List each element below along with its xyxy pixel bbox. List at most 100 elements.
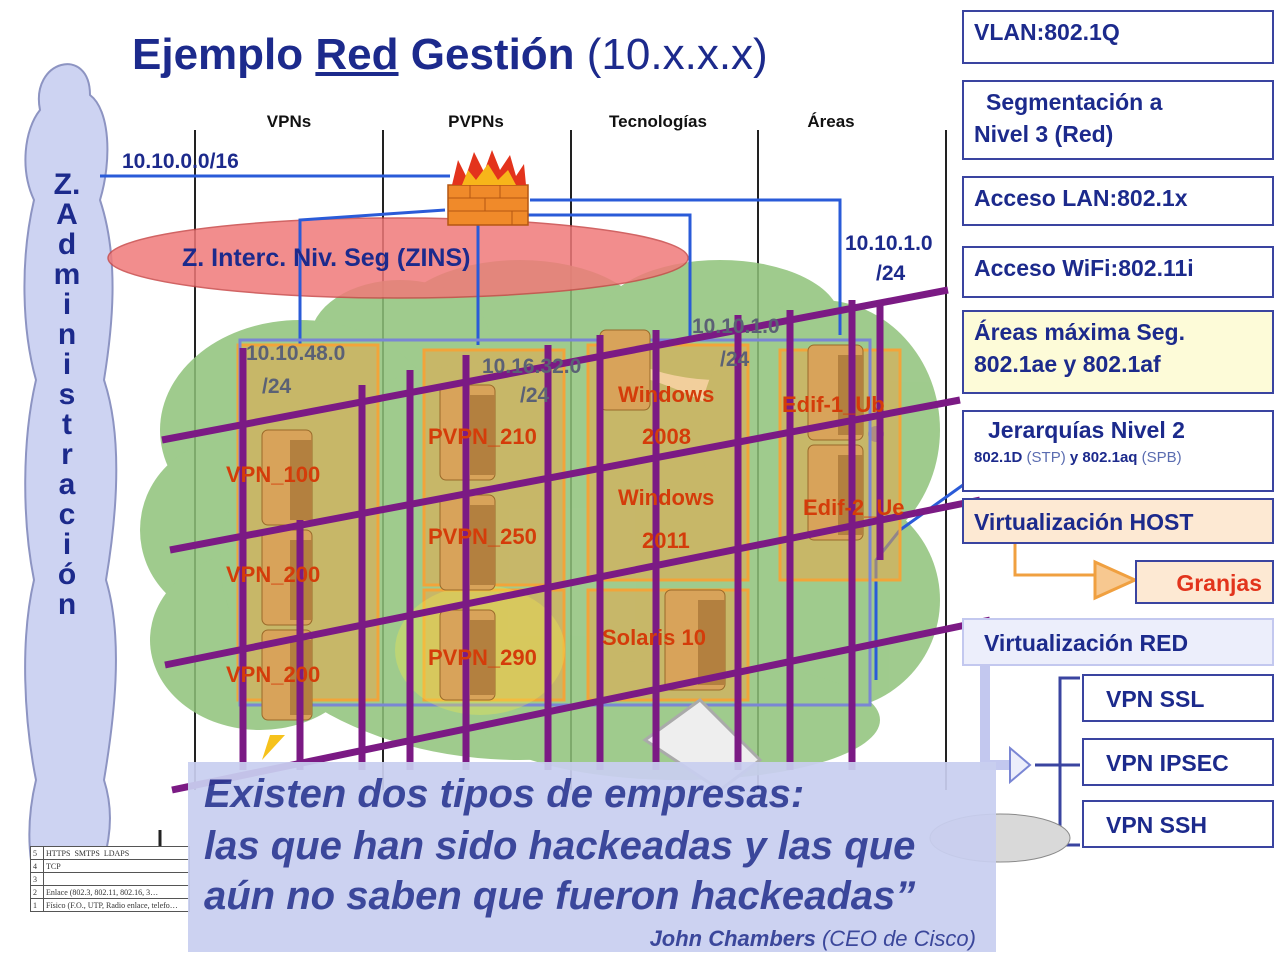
admin-zone-letter: i [62, 528, 72, 561]
std-stp: 802.1D [974, 449, 1023, 466]
std-stp-abbr: (STP) [1026, 449, 1066, 466]
column-header-tecnologias: Tecnologías [609, 112, 707, 131]
layer-protocol: HTTPS [46, 848, 71, 858]
admin-zone-letter: c [58, 498, 76, 531]
layer-protocol: SMTPS [74, 848, 100, 858]
layer-row: 3 [30, 872, 190, 886]
title-underlined-word: Red [315, 30, 399, 79]
admin-zone-letter: ó [57, 558, 77, 591]
layer-protocols: Físico (F.O., UTP, Radio enlace, telefo… [43, 898, 190, 912]
lan-access-label: Acceso LAN:802.1x [974, 185, 1188, 211]
layer-protocol: TCP [46, 861, 61, 871]
admin-zone-letter: n [57, 588, 77, 621]
segmentation-box: Segmentación a Nivel 3 (Red) [962, 80, 1274, 160]
server-label: VPN_200 [226, 662, 321, 687]
admin-zone-letter: t [62, 408, 72, 441]
layer-number: 5 [30, 846, 44, 860]
layer-protocol: Enlace (802.3, 802.11, 802.16, 3… [46, 887, 159, 897]
server-label: VPN_200 [226, 562, 321, 587]
segmentation-label-b: Nivel 3 (Red) [974, 121, 1114, 147]
host-virtualization-label: Virtualización HOST [974, 509, 1194, 535]
vpn-ssl-box: VPN SSL [1082, 674, 1274, 722]
std-spb-abbr: (SPB) [1141, 449, 1182, 466]
admin-zone-letter: a [58, 468, 76, 501]
quote-line-1: Existen dos tipos de empresas: [204, 772, 805, 816]
layer-number: 4 [30, 859, 44, 873]
vpn-ssh-box: VPN SSH [1082, 800, 1274, 848]
admin-zone-letter: s [58, 378, 76, 411]
server-label: PVPN_210 [428, 424, 537, 449]
layer-protocols: TCP [43, 859, 190, 873]
pvpn-network-label-b: /24 [520, 384, 550, 407]
layer-number: 2 [30, 885, 44, 899]
admin-zone-letter: d [57, 228, 77, 261]
tech-network-label-a: 10.10.1.0 [692, 315, 780, 338]
areas-security-box: Áreas máxima Seg. 802.1ae y 802.1af [962, 310, 1274, 394]
lan-access-box: Acceso LAN:802.1x [962, 176, 1274, 226]
layer-protocols: Enlace (802.3, 802.11, 802.16, 3… [43, 885, 190, 899]
hierarchy-standards: 802.1D (STP) y 802.1aq (SPB) [974, 444, 1262, 472]
title-paren: (10.x.x.x) [586, 30, 768, 79]
tech-network-label-b: /24 [720, 348, 750, 371]
layer-protocol: LDAPS [103, 848, 130, 858]
vpn-ipsec-box: VPN IPSEC [1082, 738, 1274, 786]
server-label: VPN_100 [226, 462, 321, 487]
network-virtualization-label: Virtualización RED [984, 630, 1189, 656]
title-prefix: Ejemplo [132, 30, 304, 79]
std-conjunction: y [1069, 449, 1079, 466]
server-label: PVPN_290 [428, 645, 537, 670]
lightning-icon [262, 735, 285, 760]
layer-number: 1 [30, 898, 44, 912]
areas-network-label-a: 10.10.1.0 [845, 232, 933, 255]
vpn-ssh-label: VPN SSH [1106, 812, 1207, 838]
page-title: Ejemplo Red Gestión (10.x.x.x) [132, 30, 768, 80]
column-header-areas: Áreas [807, 112, 855, 131]
vpn-ipsec-label: VPN IPSEC [1106, 750, 1229, 776]
admin-zone-letter: A [56, 198, 78, 231]
column-header-pvpns: PVPNs [448, 112, 504, 131]
vlan-label: VLAN:802.1Q [974, 19, 1120, 45]
firewall-icon [447, 150, 529, 226]
server-label: Windows [618, 485, 715, 510]
vpn-network-label-a: 10.10.48.0 [246, 342, 346, 365]
hierarchy-title: Jerarquías Nivel 2 [988, 417, 1185, 443]
server-icon [664, 589, 726, 691]
admin-zone-cloud [23, 63, 118, 901]
layer-protocols [43, 872, 190, 886]
areas-network-label-b: /24 [876, 262, 906, 285]
admin-zone-letter: i [62, 288, 72, 321]
quote-author-role: (CEO de Cisco) [821, 926, 976, 951]
farms-label: Granjas [1176, 570, 1262, 596]
server-label: 2008 [642, 424, 691, 449]
server-label: Edif-1_Ub [782, 392, 885, 417]
server-icon [261, 429, 313, 526]
segmentation-label-a: Segmentación a [986, 89, 1163, 115]
server-label: Edif-2_Ue [803, 495, 905, 520]
vpn-network-label-b: /24 [262, 375, 292, 398]
admin-zone-letter: r [61, 438, 73, 471]
vlan-box: VLAN:802.1Q [962, 10, 1274, 64]
quote-line-2: las que han sido hackeadas y las que [204, 824, 916, 868]
network-virtualization-box: Virtualización RED [962, 618, 1274, 666]
wifi-access-label: Acceso WiFi:802.11i [974, 255, 1194, 281]
admin-zone-letter: i [62, 348, 72, 381]
server-label: Solaris 10 [602, 625, 706, 650]
areas-security-label-b: 802.1ae y 802.1af [974, 351, 1161, 377]
server-label: 2011 [642, 528, 690, 553]
quote-author: John Chambers (CEO de Cisco) [650, 926, 976, 952]
hierarchy-box: Jerarquías Nivel 2 802.1D (STP) y 802.1a… [962, 410, 1274, 492]
vpn-ssl-label: VPN SSL [1106, 686, 1205, 712]
zins-zone [107, 217, 689, 299]
column-header-vpns: VPNs [266, 112, 312, 131]
quote-author-name: John Chambers [649, 926, 816, 951]
layer-protocol: Físico (F.O., UTP, Radio enlace, telefo… [46, 900, 178, 910]
segmentation-grid [161, 286, 991, 794]
admin-zone-letter: n [57, 318, 77, 351]
